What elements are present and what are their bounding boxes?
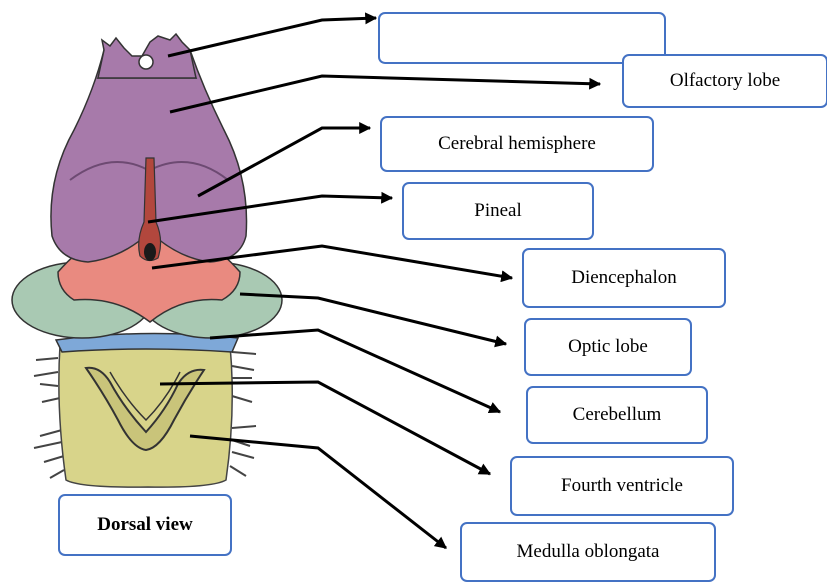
label-fourth-ventricle: Fourth ventricle [510,456,734,516]
label-olfactory-lobe: Olfactory lobe [622,54,827,108]
medulla-shape [59,345,232,487]
label-diencephalon: Diencephalon [522,248,726,308]
caption-dorsal-view: Dorsal view [58,494,232,556]
label-pineal: Pineal [402,182,594,240]
label-medulla-oblongata: Medulla oblongata [460,522,716,582]
label-cerebral-hemisphere: Cerebral hemisphere [380,116,654,172]
label-cerebellum: Cerebellum [526,386,708,444]
label-optic-lobe: Optic lobe [524,318,692,376]
